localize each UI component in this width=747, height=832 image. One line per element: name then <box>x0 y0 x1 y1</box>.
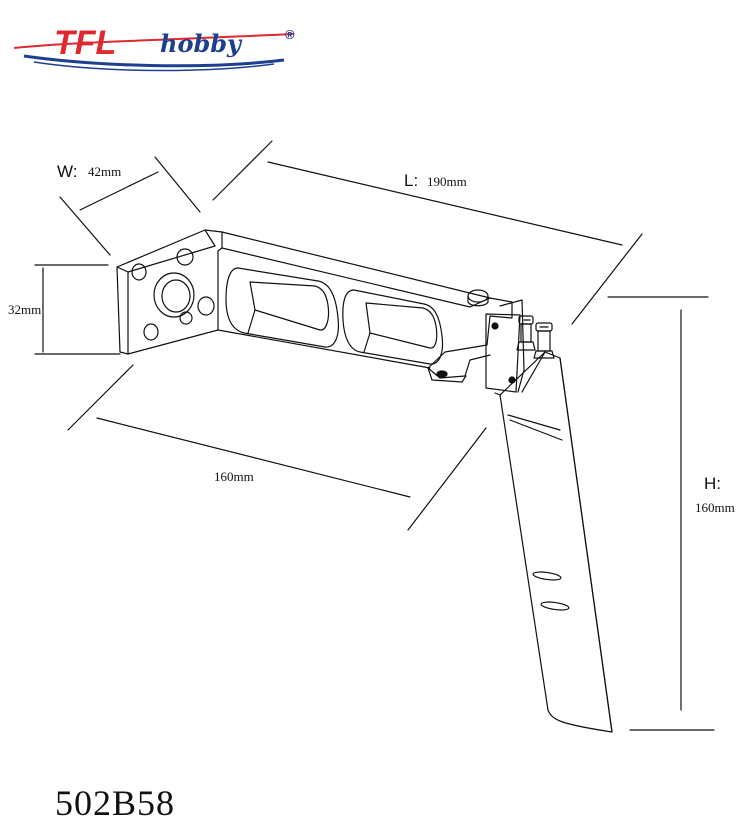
width-value: 42mm <box>88 164 121 179</box>
width-dimension-line <box>79 171 159 211</box>
water-pickup-fittings <box>516 315 555 359</box>
width-extension-left <box>59 196 111 256</box>
length-key: L: <box>404 171 418 190</box>
logo-sub-text: hobby <box>160 29 243 58</box>
base-extension-right <box>407 427 487 531</box>
bracket-height-value: 32mm <box>8 302 41 317</box>
part-number: 502B58 <box>55 783 176 823</box>
base-dimension-line <box>96 417 411 498</box>
mounting-bracket <box>116 229 525 393</box>
brand-logo: TFL hobby ® <box>14 20 314 80</box>
width-extension-right <box>154 156 201 213</box>
base-length-value: 160mm <box>214 469 254 484</box>
length-extension-right <box>571 233 643 325</box>
length-value: 190mm <box>427 174 467 189</box>
width-key: W: <box>57 162 77 181</box>
length-dimension-line <box>267 161 623 246</box>
base-extension-left <box>67 364 134 431</box>
registered-mark: ® <box>285 27 295 42</box>
height-key: H: <box>704 474 721 493</box>
logo-main-text: TFL <box>54 24 116 62</box>
tfl-hobby-logo-graphic: TFL hobby ® <box>14 24 295 72</box>
rudder-blade <box>494 351 613 733</box>
length-extension-left <box>212 140 273 201</box>
height-value: 160mm <box>695 500 735 515</box>
